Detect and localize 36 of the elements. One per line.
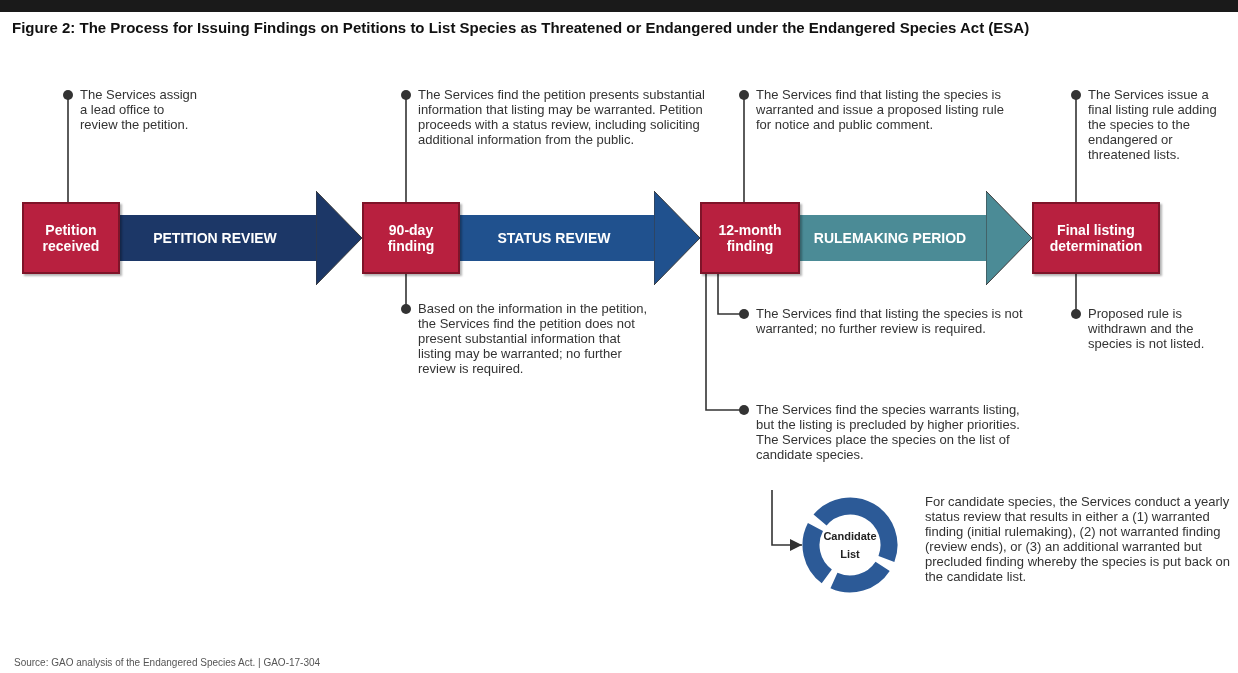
edge-label: RULEMAKING PERIOD — [812, 229, 968, 248]
arrow — [771, 489, 803, 551]
leader-line — [1071, 90, 1081, 203]
leader-line — [739, 90, 749, 203]
leader-line — [401, 273, 411, 314]
flow-arrow — [800, 190, 1033, 286]
edge-label: STATUS REVIEW — [496, 229, 612, 248]
leader-line — [401, 90, 411, 203]
annotation-text: The Services issue a final listing rule adding the species to the endangered or threatened lists. — [1088, 87, 1228, 162]
figure-title: Figure 2: The Process for Issuing Findings on Petitions to List Species as Threatened or Endangered under the Endangered Species Act (ESA) — [12, 18, 1031, 38]
circle-label: Candidate List — [822, 529, 878, 562]
annotation-text: Proposed rule is withdrawn and the species is not listed. — [1088, 306, 1228, 351]
process-box — [362, 202, 460, 274]
leader-line — [705, 273, 749, 415]
annotation-text: Based on the information in the petition, the Services find the petition does not present substantial information that listing may be warranted; no further review is required. — [418, 301, 650, 376]
leader-line — [1071, 273, 1081, 319]
annotation-text: The Services find that listing the species is warranted and issue a proposed listing rule for notice and public comment. — [756, 87, 1018, 132]
cycle-ring — [802, 497, 898, 593]
leader-line — [717, 273, 749, 319]
annotation-text: The Services find the species warrants listing, but the listing is precluded by higher priorities. The Services place the species on the list of candidate species. — [756, 402, 1038, 462]
process-box — [22, 202, 120, 274]
annotation-text: The Services assign a lead office to review the petition. — [80, 87, 200, 132]
annotation-text: The Services find that listing the species is not warranted; no further review is required. — [756, 306, 1026, 336]
box-label: 12-month finding — [717, 222, 783, 254]
box-label: Petition received — [41, 222, 101, 254]
box-label: Final listing determination — [1048, 222, 1144, 254]
process-box — [1032, 202, 1160, 274]
leader-line — [63, 90, 73, 203]
note-text: For candidate species, the Services conduct a yearly status review that results in either a (1) warranted finding (initial rulemaking), (2) not warranted finding (review ends), or (3) an additional warranted but precluded finding whereby the species is put back on the candidate list. — [925, 494, 1230, 584]
annotation-text: The Services find the petition presents substantial information that listing may be warranted. Petition proceeds with a status review, including soliciting additional information from the public. — [418, 87, 728, 147]
edge-label: PETITION REVIEW — [152, 229, 278, 248]
source-note: Source: GAO analysis of the Endangered Species Act. | GAO-17-304 — [14, 656, 321, 670]
box-label: 90-day finding — [386, 222, 436, 254]
process-box — [700, 202, 800, 274]
flow-arrow — [460, 190, 701, 286]
flow-arrow — [120, 190, 363, 286]
